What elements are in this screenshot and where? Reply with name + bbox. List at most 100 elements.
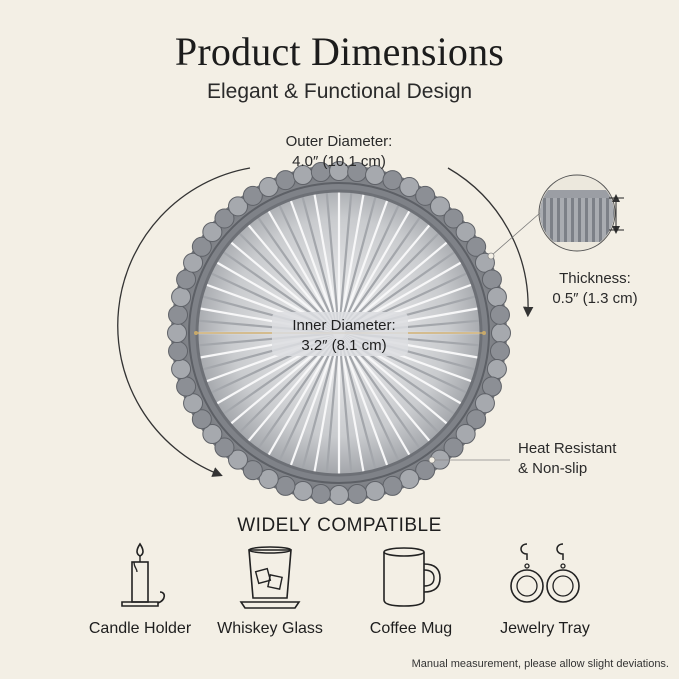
rim-scallop [365,480,386,501]
rim-scallop [242,185,263,206]
glass-ray [257,216,337,329]
outer-diameter-label: Outer Diameter: 4.0″ (10.1 cm) [285,133,393,170]
glass-ray [340,338,389,466]
rim-scallop [258,468,279,489]
rim-scallop [415,460,436,481]
coffee-mug-icon [383,547,441,607]
rim-scallop [275,170,296,191]
rim-scallop [258,177,279,198]
rim-scallop [489,341,510,362]
glass-ray [338,193,365,328]
use-label: Coffee Mug [369,620,453,637]
glass-ray [289,338,338,466]
thickness-label: Thickness: 0.5″ (1.3 cm) [552,270,638,307]
use-label: Whiskey Glass [217,620,323,637]
zoom-ridge [574,198,578,242]
glass-ray [257,337,337,450]
use-whiskey-glass: Whiskey Glass [205,540,335,638]
rim-scallop [227,449,248,470]
rim-scallop [399,177,420,198]
zoom-ridge [567,198,571,242]
rim-scallop [466,409,487,430]
rim-scallop [486,286,507,307]
glass-ray [278,337,338,462]
earrings-icon [510,543,580,603]
rim-scallop [382,170,403,191]
rim-scallop [481,269,502,290]
use-candle-holder: Candle Holder [75,540,205,638]
rim-scallop [329,485,349,505]
rim-scallop [214,208,235,229]
rim-scallop [443,208,464,229]
rim-scallop [415,185,436,206]
glass-ray [339,196,377,328]
glass-ray [338,192,353,328]
glass-ray [267,337,337,456]
glass-ray [247,224,336,330]
thickness-zoom [538,174,624,252]
rim-scallop [310,483,331,504]
rim-scallop [455,424,476,445]
heat-resistant-label: Heat Resistant & Non-slip [518,440,617,477]
rim-scallop [202,424,223,445]
glass-ray [341,337,411,456]
rim-scallop [443,437,464,458]
rim-scallop [171,286,192,307]
rim-scallop [347,483,368,504]
rim-scallop [242,460,263,481]
rim-scallop [176,376,197,397]
rim-scallop [168,341,189,362]
glass-ray [325,192,340,328]
zoom-ridge [540,198,543,242]
glass-ray [342,224,431,330]
rim-scallop [474,393,495,414]
rim-scallop [455,221,476,242]
zoom-ridge [581,198,585,242]
rim-scallop [491,323,511,343]
rim-scallop [183,252,204,273]
glass-ray [278,204,338,329]
zoom-ridge [588,198,592,242]
inner-diameter-label: Inner Diameter: 3.2″ (8.1 cm) [292,317,396,354]
rim-scallop [167,323,187,343]
candle-icon [121,542,166,607]
rim-scallop [168,304,189,325]
glass-ray [341,337,421,450]
outer-diameter-arc [117,167,251,477]
glass-ray [338,338,365,473]
glass-ray [301,196,339,328]
rim-scallop [214,437,235,458]
glass-ray [341,210,411,329]
rim-scallop [202,221,223,242]
rim-scallop [191,236,212,257]
whiskey-glass-icon [239,546,301,609]
page-title: Product Dimensions [174,29,505,74]
rim-scallop [171,359,192,380]
glass-ray [313,193,340,328]
glass-ray [289,200,338,328]
rim-scallop [292,480,313,501]
glass-ray [338,338,353,474]
glass-ray [339,338,377,470]
glass-ray [340,204,400,329]
zoom-ridge [560,198,564,242]
glass-ray [341,216,421,329]
glass-ray [267,210,337,329]
rim-scallop [183,393,204,414]
zoom-ridge [595,198,599,242]
zoom-ridge [616,198,620,242]
glass-ray [301,338,339,470]
compatible-heading: WIDELY COMPATIBLE [237,515,442,536]
use-label: Candle Holder [88,620,192,637]
use-jewelry-tray: Jewelry Tray [480,540,610,638]
rim-scallop [176,269,197,290]
zoom-ridge [609,198,613,242]
rim-scallop [382,475,403,496]
rim-scallop [466,236,487,257]
glass-ray [340,200,389,328]
rim-scallop [227,196,248,217]
rim-scallop [430,196,451,217]
page-subtitle: Elegant & Functional Design [207,80,472,103]
zoom-ridge [546,198,550,242]
